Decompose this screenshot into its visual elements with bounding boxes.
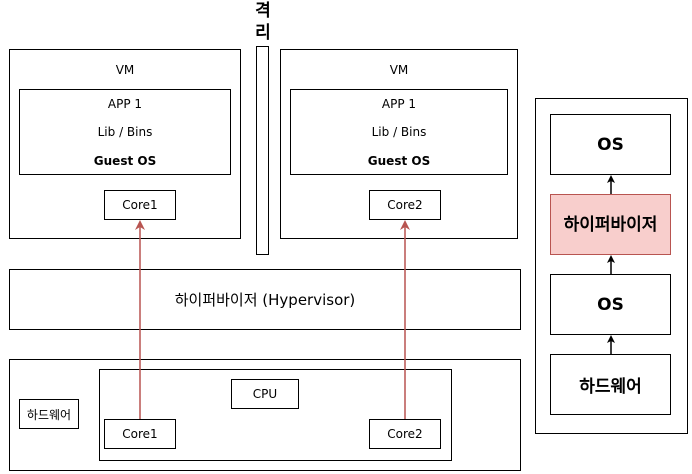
- vm2-title: VM: [389, 63, 409, 77]
- vm1-app-box: APP 1 Lib / Bins Guest OS: [19, 89, 231, 175]
- vm1-title: VM: [115, 63, 135, 77]
- stack-top-os: OS: [550, 114, 671, 175]
- vm1-app-label: APP 1: [107, 97, 143, 111]
- isolation-bar: [256, 46, 269, 255]
- vm2-lib-label: Lib / Bins: [371, 125, 427, 139]
- vm1-guest-os-label: Guest OS: [93, 154, 157, 168]
- vm2-app-box: APP 1 Lib / Bins Guest OS: [290, 89, 508, 175]
- stack-hypervisor: 하이퍼바이저: [550, 194, 671, 255]
- vm2-core2-box: Core2: [369, 190, 441, 220]
- vm2-guest-os-label: Guest OS: [367, 154, 431, 168]
- cpu-label-box: CPU: [231, 379, 299, 409]
- hypervisor-layer: 하이퍼바이저 (Hypervisor): [9, 269, 521, 330]
- isolation-label: 격 리: [255, 1, 271, 43]
- hardware-label: 하드웨어: [19, 399, 79, 429]
- vm2-app-label: APP 1: [381, 97, 417, 111]
- vm1-core1-box: Core1: [104, 190, 176, 220]
- stack-hardware: 하드웨어: [550, 354, 671, 415]
- hardware-core2-box: Core2: [369, 419, 441, 449]
- vm1-lib-label: Lib / Bins: [97, 125, 153, 139]
- hardware-core1-box: Core1: [104, 419, 176, 449]
- stack-host-os: OS: [550, 274, 671, 335]
